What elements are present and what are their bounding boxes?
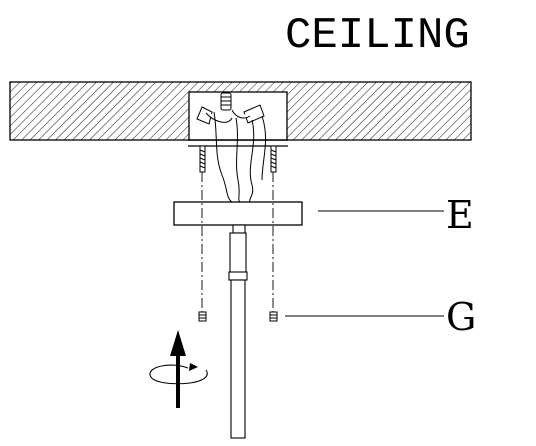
ceiling-slab xyxy=(9,81,472,141)
alignment-lines xyxy=(201,172,274,312)
wires xyxy=(213,111,267,203)
label-cap-nut: G xyxy=(446,295,476,339)
leader-lines xyxy=(285,210,444,317)
wire-connectors xyxy=(196,92,265,125)
canopy xyxy=(173,201,303,226)
up-arrow-icon xyxy=(170,330,186,408)
ceiling-title: CEILING xyxy=(285,11,470,61)
pendant-rod xyxy=(228,224,248,439)
cap-nuts xyxy=(198,311,278,322)
threaded-rods xyxy=(199,145,277,173)
rotate-arrow-icon xyxy=(149,363,208,385)
label-canopy: E xyxy=(446,193,474,237)
mounting-bracket xyxy=(188,139,288,147)
